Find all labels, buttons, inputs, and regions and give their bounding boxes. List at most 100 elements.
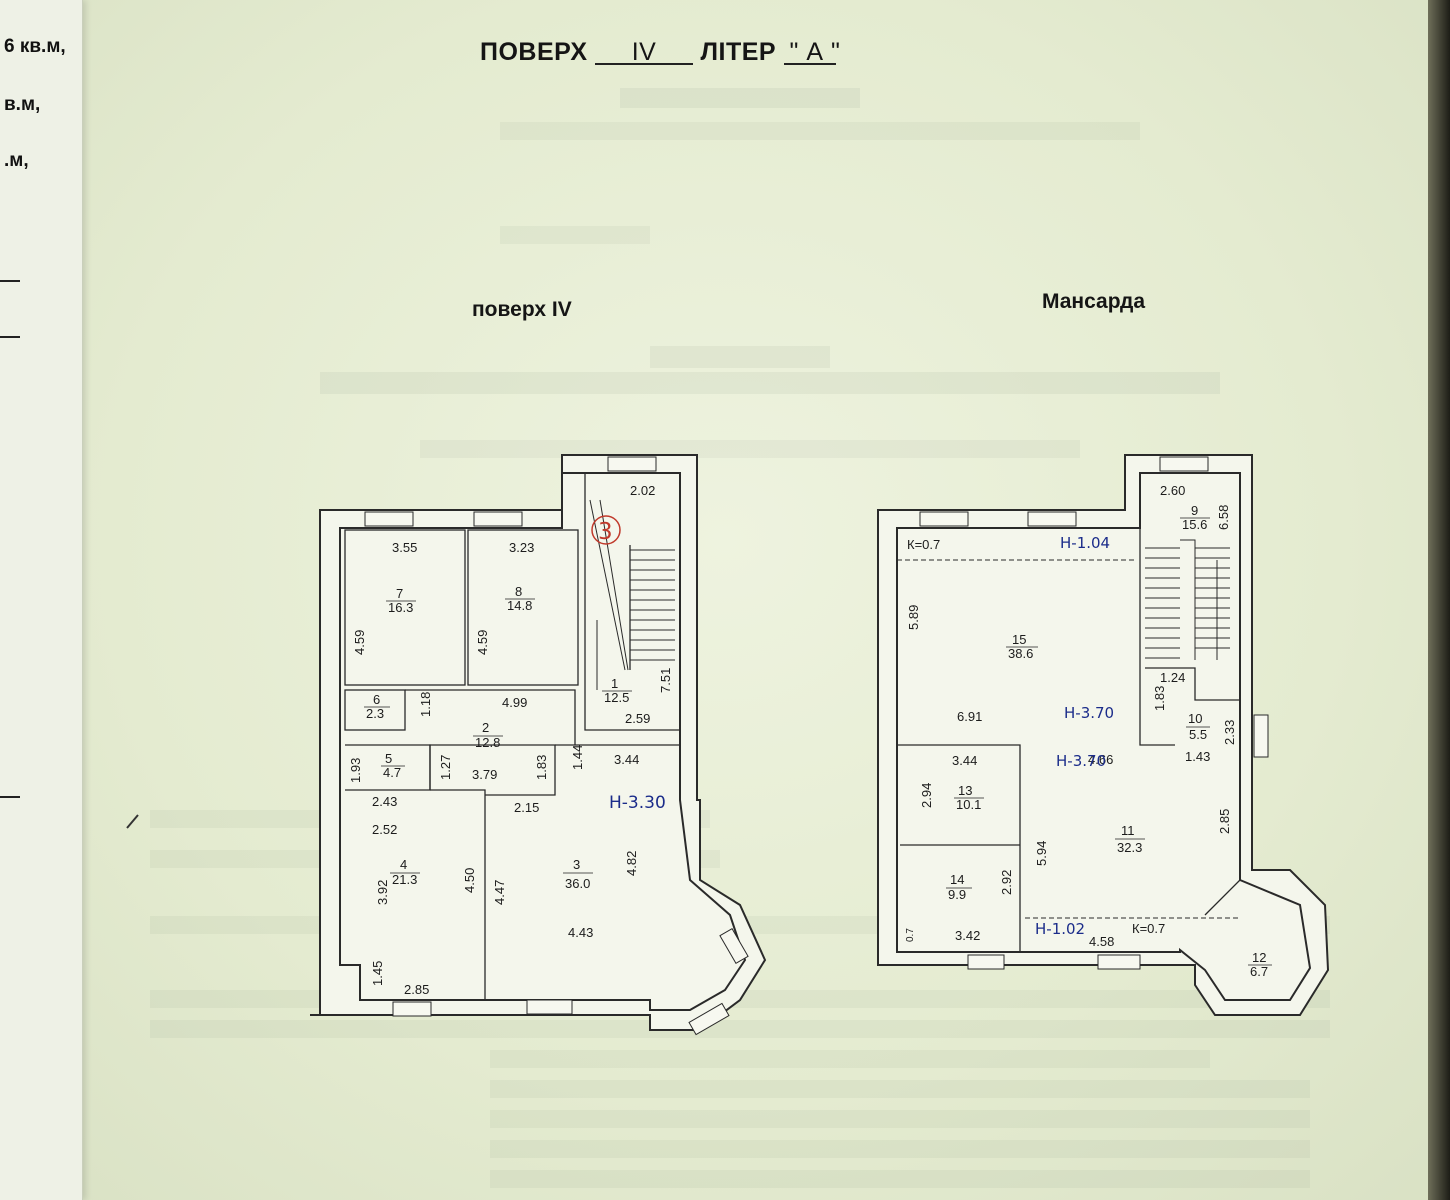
right-plan-walls [877, 454, 1330, 1016]
left-plan-stairs [589, 499, 675, 690]
room-6: 6 2.3 [364, 692, 390, 721]
right-plan-label: Мансарда [1042, 290, 1146, 313]
room-number: 11 [1121, 823, 1135, 838]
dimension-label: 3.55 [392, 540, 417, 555]
room-area: 38.6 [1008, 646, 1033, 661]
dimension-label: 1.45 [370, 961, 385, 986]
room-number: 4 [400, 857, 407, 872]
room-number: 13 [958, 783, 972, 798]
room-number: 6 [373, 692, 380, 707]
dimension-label: 3.79 [472, 767, 497, 782]
room-10: 10 5.5 [1186, 711, 1210, 742]
dimension-label: 2.92 [999, 870, 1014, 895]
room-number: 3 [573, 857, 580, 872]
room-11: 11 32.3 [1115, 823, 1145, 855]
handwritten-height-note: Н-3.70 [1064, 704, 1114, 722]
room-area: 21.3 [392, 872, 417, 887]
dimension-label: 3.92 [375, 880, 390, 905]
left-plan-label: поверх IV [472, 298, 572, 321]
room-12: 12 6.7 [1248, 950, 1272, 979]
room-area: 2.3 [366, 706, 384, 721]
handwritten-height-note: Н-1.04 [1060, 534, 1110, 552]
room-8: 8 14.8 [505, 584, 535, 613]
room-area: 16.3 [388, 600, 413, 615]
margin-text-line: в.м, [4, 94, 41, 115]
dimension-label: 4.59 [475, 630, 490, 655]
margin-text-line: 6 кв.м, [4, 36, 66, 57]
room-area: 32.3 [1117, 840, 1142, 855]
dimension-label: 1.83 [534, 755, 549, 780]
dimension-label: 3.42 [955, 928, 980, 943]
left-plan-windows [364, 456, 749, 1036]
margin-rule [0, 796, 20, 798]
floor-word: ПОВЕРХ [480, 38, 588, 66]
room-3: 3 36.0 [563, 857, 593, 891]
room-area: 9.9 [948, 887, 966, 902]
room-area: 6.7 [1250, 964, 1268, 979]
room-number: 2 [482, 720, 489, 735]
room-13: 13 10.1 [954, 783, 984, 812]
dimension-label: 3.23 [509, 540, 534, 555]
dimension-label: 1.18 [418, 692, 433, 717]
room-number: 14 [950, 872, 964, 887]
dimension-label: 2.59 [625, 711, 650, 726]
dimension-label: 4.66 [1088, 752, 1113, 767]
dimension-label: 2.85 [404, 982, 429, 997]
dimension-label: 1.83 [1152, 686, 1167, 711]
handwritten-circle [591, 515, 621, 545]
right-plan-stairs [1145, 539, 1230, 660]
room-1: 1 12.5 [602, 676, 632, 705]
room-7: 7 16.3 [386, 586, 416, 615]
dimension-label: 2.85 [1217, 809, 1232, 834]
dimension-label: 4.58 [1089, 934, 1114, 949]
liter-word: ЛІТЕР [700, 38, 777, 66]
dimension-label: 4.59 [352, 630, 367, 655]
floor-value: IV [595, 40, 693, 65]
margin-rule [0, 336, 20, 338]
dimension-label: 4.99 [502, 695, 527, 710]
room-number: 7 [396, 586, 403, 601]
dimension-label: 4.50 [462, 868, 477, 893]
room-number: 5 [385, 751, 392, 766]
dimension-label: 0.7 [905, 928, 916, 942]
room-number: 10 [1188, 711, 1202, 726]
right-plan-windows [919, 456, 1269, 970]
dimension-label: 4.47 [492, 880, 507, 905]
dimension-label: 4.82 [624, 851, 639, 876]
room-area: 14.8 [507, 598, 532, 613]
room-number: 12 [1252, 950, 1266, 965]
liter-value: " А " [783, 40, 840, 65]
dimension-label: 1.24 [1160, 670, 1185, 685]
room-area: 5.5 [1189, 727, 1207, 742]
handwritten-height-note: Н-1.02 [1035, 920, 1085, 938]
room-number: 8 [515, 584, 522, 599]
room-2: 2 12.8 [473, 720, 503, 750]
room-area: 15.6 [1182, 517, 1207, 532]
dimension-label: 1.27 [438, 755, 453, 780]
dimension-label: 2.94 [919, 783, 934, 808]
margin-text-line: .м, [4, 150, 29, 171]
dimension-label: 1.44 [570, 745, 585, 770]
previous-page-edge: 6 кв.м, в.м, .м, [0, 0, 83, 1200]
dimension-label: 2.02 [630, 483, 655, 498]
dimension-label: 2.33 [1222, 720, 1237, 745]
dimension-label: 3.44 [952, 753, 977, 768]
dimension-label: 2.60 [1160, 483, 1185, 498]
dimension-label: 4.43 [568, 925, 593, 940]
room-area: 4.7 [383, 765, 401, 780]
room-4: 4 21.3 [390, 857, 420, 887]
coefficient-label: К=0.7 [1132, 921, 1165, 936]
room-area: 12.8 [475, 735, 500, 750]
room-14: 14 9.9 [946, 872, 972, 902]
page-edge-shadow [1428, 0, 1450, 1200]
room-area: 36.0 [565, 876, 590, 891]
dimension-label: 6.91 [957, 709, 982, 724]
room-5: 5 4.7 [381, 751, 405, 780]
room-number: 9 [1191, 503, 1198, 518]
dimension-label: 1.93 [348, 758, 363, 783]
coefficient-label: К=0.7 [907, 537, 940, 552]
handwritten-stair-number: 3 [598, 519, 613, 545]
margin-rule [0, 280, 20, 282]
dimension-label: 2.43 [372, 794, 397, 809]
